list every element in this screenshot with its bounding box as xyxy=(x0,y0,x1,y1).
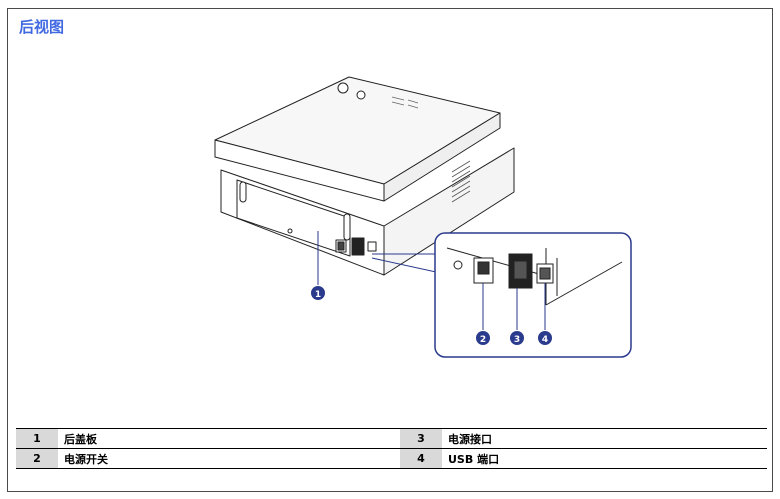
legend-row: 1 后盖板 3 电源接口 xyxy=(16,428,767,449)
legend-number: 1 xyxy=(16,428,58,449)
page-frame: 后视图 xyxy=(7,8,773,492)
callout-3: 3 xyxy=(510,331,524,345)
zoom-connector-lines xyxy=(371,253,437,273)
callout-2: 2 xyxy=(476,331,490,345)
callout-4: 4 xyxy=(538,331,552,345)
legend-number: 2 xyxy=(16,448,58,469)
legend-number: 4 xyxy=(400,448,442,469)
callout-4-label: 4 xyxy=(542,335,548,345)
section-title: 后视图 xyxy=(19,18,65,36)
legend-number: 3 xyxy=(400,428,442,449)
legend-label: 后盖板 xyxy=(58,428,400,449)
legend-label: 电源开关 xyxy=(58,448,400,469)
callout-1: 1 xyxy=(311,286,325,300)
callout-3-label: 3 xyxy=(514,335,520,345)
legend-label: USB 端口 xyxy=(442,448,767,469)
callout-2-label: 2 xyxy=(480,335,486,345)
parts-legend-table: 1 后盖板 3 电源接口 2 电源开关 4 USB 端口 xyxy=(16,428,767,469)
printer-body-illustration xyxy=(214,76,515,276)
legend-label: 电源接口 xyxy=(442,428,767,449)
zoom-detail-frame xyxy=(434,232,632,358)
legend-row: 2 电源开关 4 USB 端口 xyxy=(16,448,767,469)
callout-1-label: 1 xyxy=(315,290,321,300)
zoom-detail-illustration xyxy=(446,247,623,306)
